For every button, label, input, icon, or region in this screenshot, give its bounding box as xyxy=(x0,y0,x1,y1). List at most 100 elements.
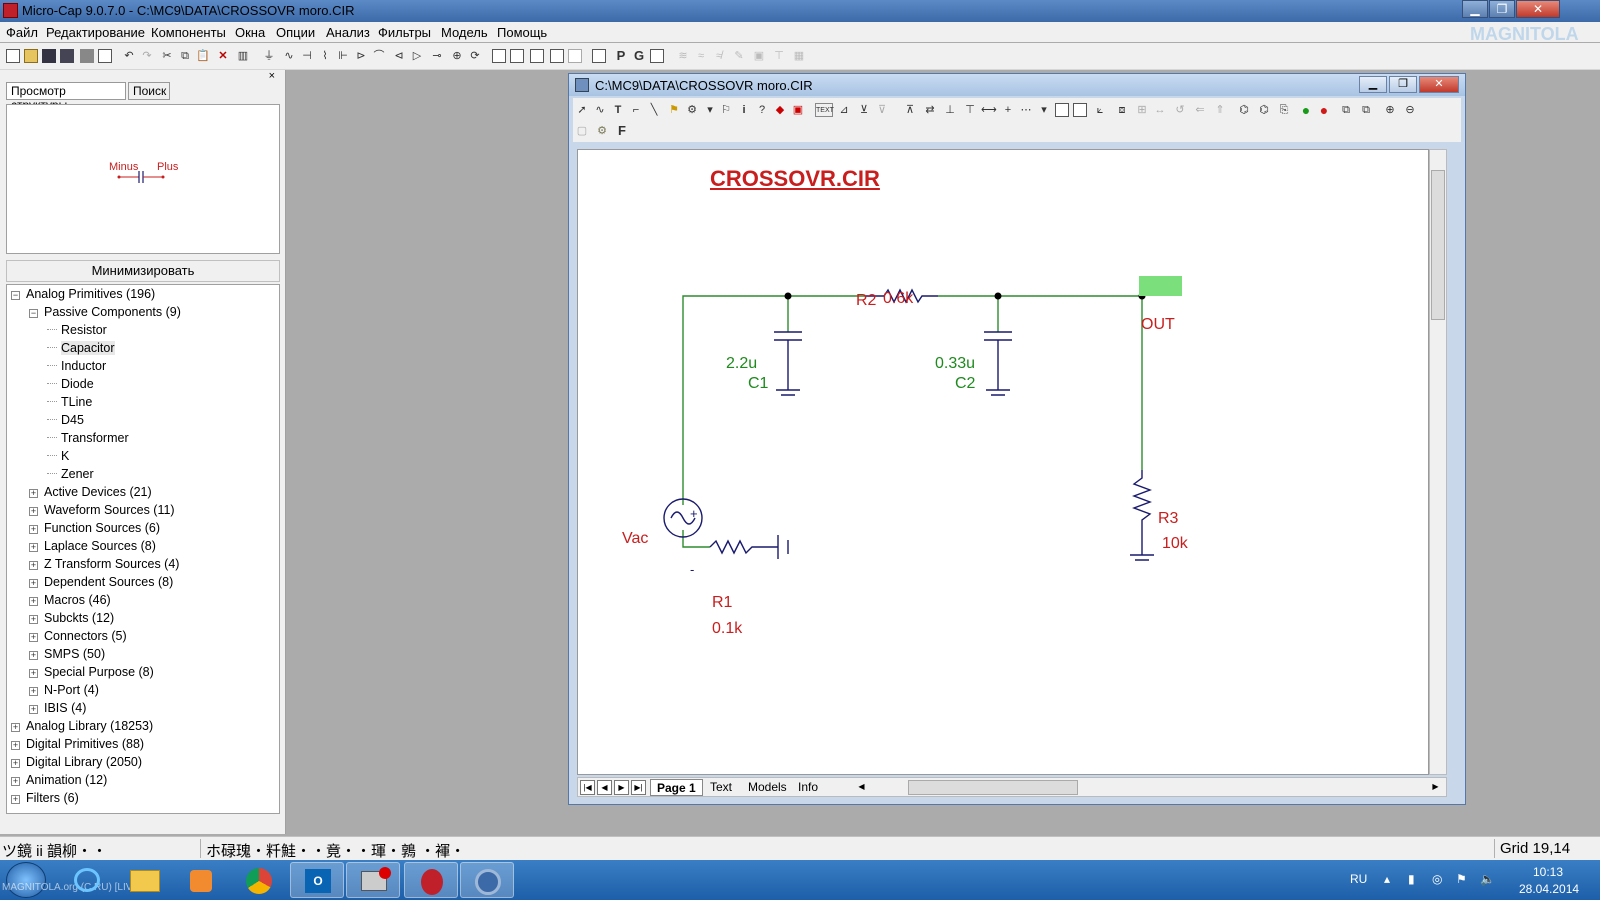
start-button[interactable] xyxy=(6,862,46,898)
tree-node[interactable]: +Connectors (5) xyxy=(29,629,127,647)
mirror-icon[interactable]: ↔ xyxy=(1154,104,1166,116)
tree-node[interactable]: Resistor xyxy=(47,323,107,341)
tile-vertical-icon[interactable] xyxy=(510,49,524,63)
sheet-tab-text[interactable]: Text xyxy=(710,780,733,794)
attributes-icon[interactable]: ⧈ xyxy=(1118,104,1126,116)
grid-icon[interactable]: ⋯ xyxy=(1020,104,1032,116)
tree-node[interactable]: Transformer xyxy=(47,431,129,449)
copy-icon[interactable]: ⧉ xyxy=(181,50,189,62)
tree-node[interactable]: +IBIS (4) xyxy=(29,701,86,719)
tree-node[interactable]: +Active Devices (21) xyxy=(29,485,152,503)
pages-alt-icon[interactable]: ⧉ xyxy=(1362,104,1370,116)
expand-icon[interactable]: + xyxy=(11,794,20,804)
line-icon[interactable]: ╲ xyxy=(650,104,658,116)
prev-page-icon[interactable]: ◀ xyxy=(597,780,612,795)
layout-icon[interactable] xyxy=(650,49,664,63)
border-icon[interactable] xyxy=(1073,103,1087,117)
tab-search[interactable]: Поиск xyxy=(128,82,170,100)
grid-snap-icon[interactable]: ▣ xyxy=(792,104,804,116)
tree-node[interactable]: K xyxy=(47,449,69,467)
switch-icon[interactable]: ⊸ xyxy=(432,50,442,62)
tree-node[interactable]: +SMPS (50) xyxy=(29,647,105,665)
menu-analysis[interactable]: Анализ xyxy=(326,25,370,40)
rectangle-icon[interactable] xyxy=(1055,103,1069,117)
wire-icon[interactable]: ∿ xyxy=(595,104,605,116)
inductor-icon[interactable]: ⌒ xyxy=(373,50,385,62)
tree-node[interactable]: Inductor xyxy=(47,359,106,377)
save-all-icon[interactable] xyxy=(60,49,74,63)
sheet-tab-info[interactable]: Info xyxy=(798,780,819,794)
menu-windows[interactable]: Окна xyxy=(235,25,266,40)
expand-icon[interactable]: + xyxy=(29,488,38,498)
export-icon[interactable]: ⎘ xyxy=(1279,104,1289,116)
select-arrow-icon[interactable]: ➚ xyxy=(577,104,587,116)
binoculars-icon[interactable]: ⌬ xyxy=(1239,104,1249,116)
image-icon[interactable]: ▣ xyxy=(753,50,765,62)
collapse-icon[interactable]: − xyxy=(11,290,20,300)
transistor-icon[interactable]: ⊲ xyxy=(394,50,404,62)
expand-icon[interactable]: + xyxy=(29,506,38,516)
printer-app-icon[interactable] xyxy=(346,862,400,898)
power-icon[interactable]: ⇄ xyxy=(925,104,935,116)
print-icon[interactable] xyxy=(80,49,94,63)
dropdown-icon[interactable]: ▾ xyxy=(707,104,713,116)
collapse-icon[interactable]: − xyxy=(29,308,38,318)
settings-task-icon[interactable] xyxy=(460,862,514,898)
tree-node[interactable]: Zener xyxy=(47,467,94,485)
help-tool-icon[interactable]: ? xyxy=(758,104,766,116)
find-all-icon[interactable]: ⌬ xyxy=(1259,104,1269,116)
tree-node[interactable]: +Animation (12) xyxy=(11,773,107,791)
first-page-icon[interactable]: |◀ xyxy=(580,780,595,795)
text-mode-icon[interactable]: TEXT xyxy=(815,103,834,117)
flag-icon[interactable]: ⚑ xyxy=(669,104,679,116)
resistor-icon[interactable]: ⌇ xyxy=(322,50,328,62)
print-preview-icon[interactable] xyxy=(98,49,112,63)
zoom-out-icon[interactable]: ⊖ xyxy=(1405,104,1415,116)
tree-node[interactable]: +Waveform Sources (11) xyxy=(29,503,175,521)
run-green-icon[interactable]: ● xyxy=(1301,102,1311,118)
capacitor-icon[interactable]: ⊩ xyxy=(338,50,348,62)
zoom-in-icon[interactable]: ⊕ xyxy=(1385,104,1395,116)
tree-node[interactable]: +Analog Library (18253) xyxy=(11,719,153,737)
tree-node[interactable]: +Filters (6) xyxy=(11,791,79,809)
sync-icon[interactable]: ◎ xyxy=(1432,872,1443,886)
wave2-icon[interactable]: ≈ xyxy=(697,50,705,62)
child-close-button[interactable]: ✕ xyxy=(1419,76,1459,93)
tree-node[interactable]: +N-Port (4) xyxy=(29,683,99,701)
scroll-right-icon[interactable]: ▶ xyxy=(1432,782,1439,791)
tree-node[interactable]: −Analog Primitives (196) xyxy=(11,287,155,305)
vertical-scroll-thumb[interactable] xyxy=(1431,170,1445,320)
flip-y-icon[interactable]: ⇑ xyxy=(1215,104,1225,116)
vertical-scrollbar[interactable] xyxy=(1429,149,1447,775)
rotate-icon[interactable]: ⟳ xyxy=(470,50,480,62)
condition-icon[interactable]: ⊥ xyxy=(945,104,955,116)
tree-node[interactable]: +Z Transform Sources (4) xyxy=(29,557,179,575)
child-restore-button[interactable]: ❐ xyxy=(1389,76,1417,93)
close-button[interactable]: ✕ xyxy=(1516,0,1560,18)
tree-node[interactable]: +Function Sources (6) xyxy=(29,521,160,539)
save-icon[interactable] xyxy=(42,49,56,63)
component-icon[interactable]: ▥ xyxy=(237,50,249,62)
expand-icon[interactable]: + xyxy=(29,614,38,624)
sheet-tab-page1[interactable]: Page 1 xyxy=(650,779,703,796)
tree-node[interactable]: +Subckts (12) xyxy=(29,611,114,629)
redo-icon[interactable]: ↷ xyxy=(142,50,152,62)
marker-icon[interactable]: ⚐ xyxy=(721,104,731,116)
menu-options[interactable]: Опции xyxy=(276,25,316,40)
text-tool-icon[interactable]: T xyxy=(614,104,622,116)
find-icon[interactable]: ⊞ xyxy=(1137,104,1147,116)
diode-icon[interactable]: ⊳ xyxy=(356,50,366,62)
menu-components[interactable]: Компоненты xyxy=(151,25,226,40)
grid-dropdown-icon[interactable]: ▾ xyxy=(1041,104,1047,116)
component-tool-icon[interactable]: ⚙ xyxy=(687,104,697,116)
clock-date[interactable]: 28.04.2014 xyxy=(1519,882,1580,896)
current-icon[interactable]: ⊽ xyxy=(877,104,887,116)
axis-icon[interactable]: ⊤ xyxy=(774,50,784,62)
explorer-icon[interactable] xyxy=(118,862,172,898)
calculator-icon[interactable] xyxy=(592,49,606,63)
menu-help[interactable]: Помощь xyxy=(497,25,548,40)
expand-icon[interactable]: + xyxy=(11,776,20,786)
rotate-left-icon[interactable]: ↺ xyxy=(1175,104,1185,116)
info-icon[interactable]: i xyxy=(742,104,746,116)
sheet-tab-models[interactable]: Models xyxy=(748,780,787,794)
